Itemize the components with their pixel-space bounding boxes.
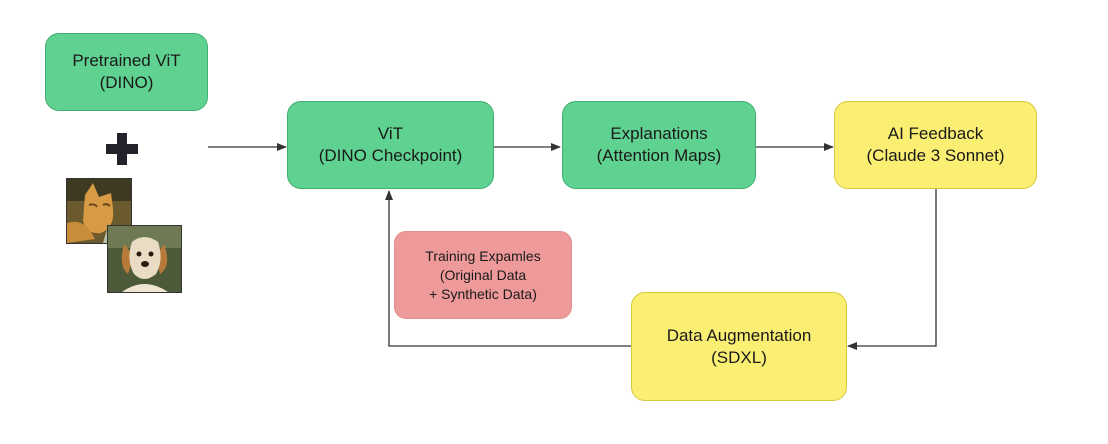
vit-subtitle: (DINO Checkpoint) <box>318 146 463 165</box>
arrow-augmentation-to-vit <box>385 190 631 347</box>
pretrained-vit-subtitle: (DINO) <box>99 73 154 92</box>
data-augmentation-node: Data Augmentation (SDXL) <box>631 292 847 401</box>
training-examples-node: Training Expamles (Original Data + Synth… <box>394 231 572 319</box>
training-line-2: (Original Data <box>439 266 527 283</box>
data-augmentation-subtitle: (SDXL) <box>711 347 767 367</box>
explanations-node: Explanations (Attention Maps) <box>562 101 756 189</box>
plus-icon <box>106 133 138 165</box>
training-line-1: Training Expamles <box>425 247 541 264</box>
pretrained-vit-title: Pretrained ViT <box>72 51 181 70</box>
explanations-title: Explanations <box>610 124 708 143</box>
ai-feedback-title: AI Feedback <box>887 124 984 143</box>
vit-title: ViT <box>377 124 404 143</box>
ai-feedback-node: AI Feedback (Claude 3 Sonnet) <box>834 101 1037 189</box>
dog-image <box>107 225 182 293</box>
ai-feedback-subtitle: (Claude 3 Sonnet) <box>866 146 1005 165</box>
arrow-feedback-to-augmentation <box>847 189 937 350</box>
pretrained-vit-node: Pretrained ViT (DINO) <box>45 33 208 111</box>
training-line-3: + Synthetic Data) <box>429 285 537 302</box>
data-augmentation-title: Data Augmentation <box>666 325 812 345</box>
vit-checkpoint-node: ViT (DINO Checkpoint) <box>287 101 494 189</box>
explanations-subtitle: (Attention Maps) <box>596 146 722 165</box>
